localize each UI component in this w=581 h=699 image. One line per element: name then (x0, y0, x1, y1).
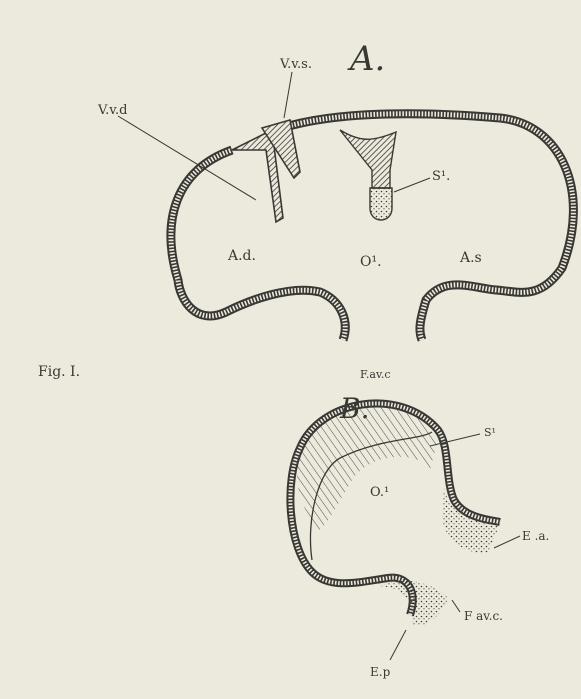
label-favc-a: F.av.c (360, 368, 391, 381)
septum-primum-tip (370, 188, 392, 220)
label-vvd: V.v.d (97, 103, 128, 118)
label-as: A.s (459, 250, 482, 266)
panel-b-title: B. (339, 392, 369, 425)
label-ad: A.d. (227, 248, 256, 264)
figure-caption: Fig. I. (38, 364, 80, 380)
label-o1-b: O.¹ (370, 485, 389, 500)
label-s1-b: S¹ (484, 426, 496, 439)
leader-lines (118, 72, 520, 660)
label-s1-a: S¹. (432, 169, 450, 184)
label-favc-b: F av.c. (464, 609, 503, 623)
panel-a-diagram (171, 114, 573, 340)
label-ea: E .a. (522, 529, 549, 543)
label-o1-a: O¹. (360, 254, 382, 270)
label-ep: E.p (370, 665, 391, 679)
cushion-posterior (380, 581, 448, 626)
panel-a-title: A. (347, 39, 385, 79)
label-vvs: V.v.s. (279, 57, 312, 72)
septum-primum (340, 130, 396, 188)
